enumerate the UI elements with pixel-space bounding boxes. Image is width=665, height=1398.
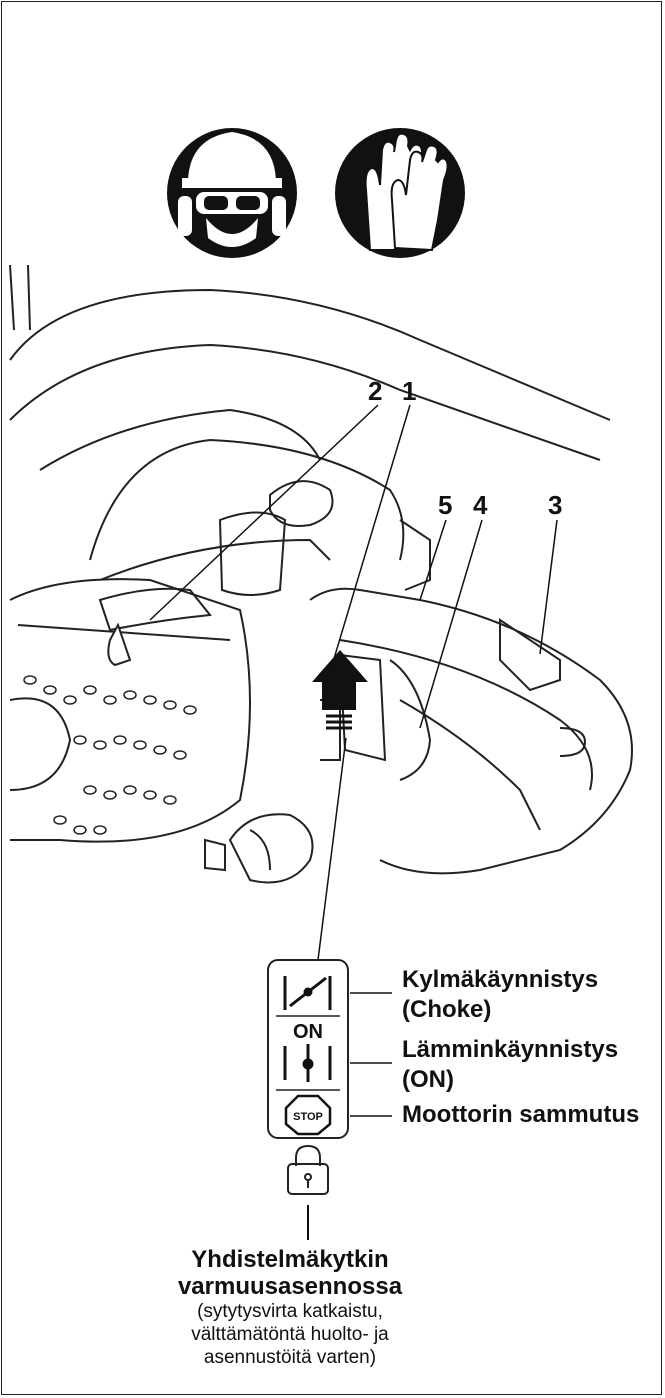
caption-note-line3: asennustöitä varten) [203, 1347, 377, 1368]
warm-start-icon [283, 1044, 332, 1082]
chainsaw-body [9, 264, 633, 884]
callout-3: 3 [548, 490, 562, 520]
caption-note-line1: (sytytysvirta katkaistu, [197, 1301, 383, 1322]
helmet-goggles-icon [167, 128, 297, 258]
up-arrow-icon [312, 650, 368, 730]
caption-title-line1: Yhdistelmäkytkin [191, 1246, 389, 1273]
cooling-vents [23, 675, 197, 835]
callout-4: 4 [473, 490, 488, 520]
stop-icon: STOP [284, 1094, 332, 1136]
caption-title-line2: varmuusasennossa [177, 1273, 403, 1300]
callout-1: 1 [402, 376, 416, 406]
label-engine-stop: Moottorin sammutus [402, 1101, 640, 1128]
stop-text: STOP [293, 1111, 323, 1123]
label-warm-start: Lämminkäynnistys [402, 1036, 619, 1063]
caption-note-line2: välttämätöntä huolto- ja [191, 1324, 389, 1345]
lock-icon [287, 1144, 329, 1240]
choke-icon [283, 976, 332, 1010]
switch-leaders [350, 992, 392, 1117]
label-on: (ON) [402, 1066, 454, 1093]
gloves-icon [335, 128, 465, 258]
callout-2: 2 [368, 376, 382, 406]
label-cold-start: Kylmäkäynnistys [402, 966, 599, 993]
on-text: ON [293, 1021, 323, 1043]
leader-lines [149, 404, 558, 961]
callout-5: 5 [438, 490, 452, 520]
label-choke: (Choke) [402, 996, 492, 1023]
switch-panel: ON STOP [267, 959, 349, 1139]
caption: Yhdistelmäkytkin varmuusasennossa (sytyt… [120, 1246, 460, 1369]
